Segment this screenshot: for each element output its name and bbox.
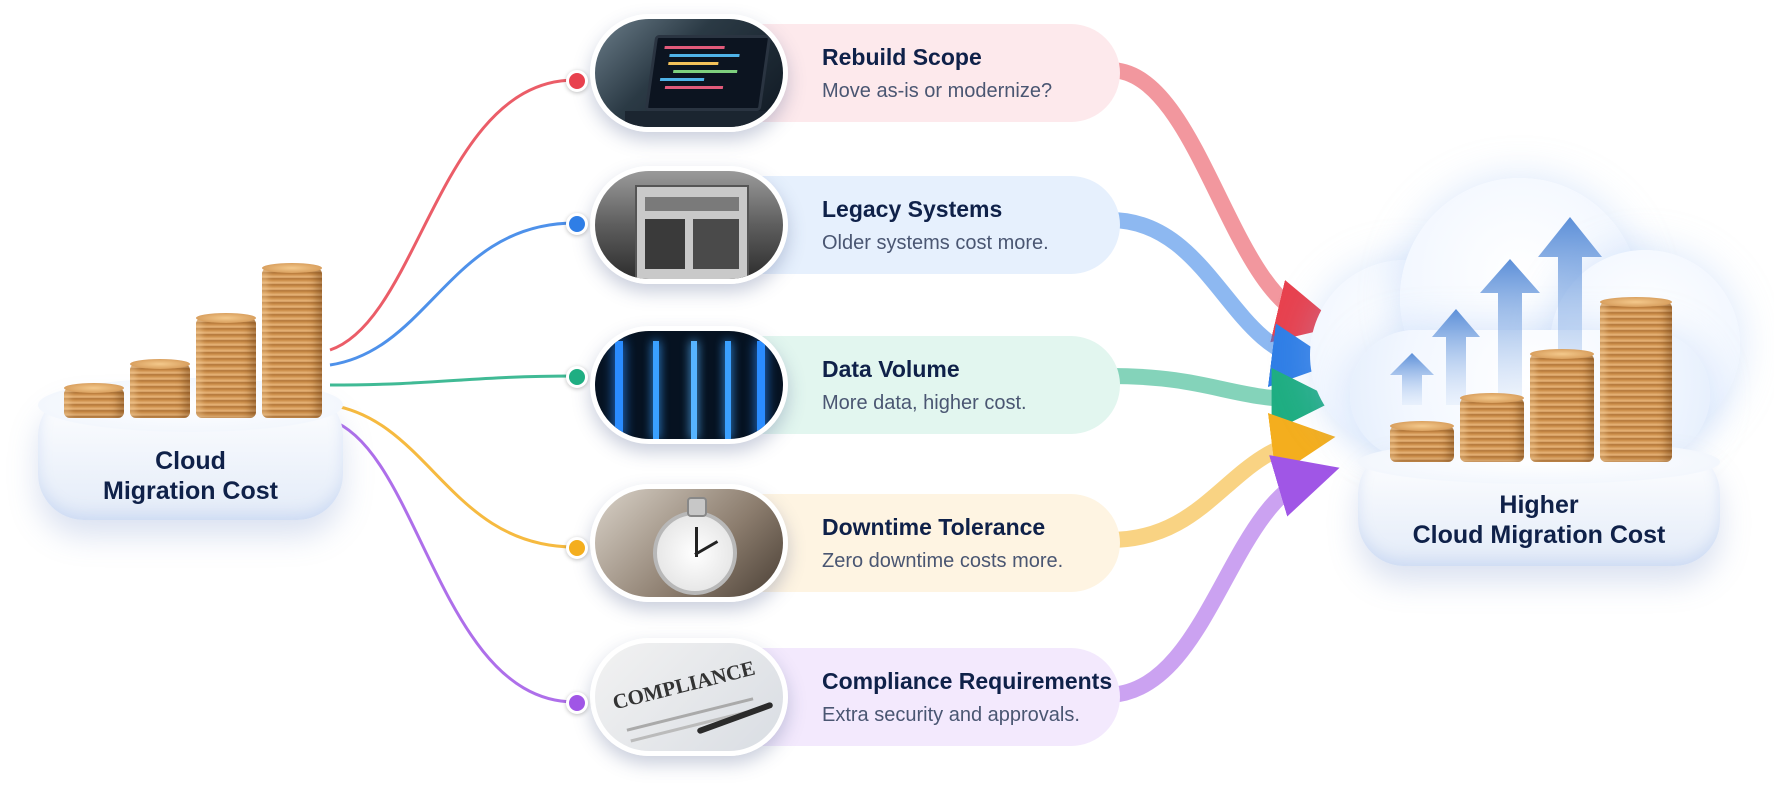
compliance-document-photo: COMPLIANCE (590, 638, 788, 756)
factor-data-volume: Data Volume More data, higher cost. (590, 326, 1130, 444)
stopwatch-photo (590, 484, 788, 602)
factor-dot-legacy-systems (566, 213, 588, 235)
laptop-code-photo (590, 14, 788, 132)
coin-stack (196, 313, 256, 418)
factor-title: Compliance Requirements (822, 668, 1113, 694)
factor-description: Extra security and approvals. (822, 704, 1080, 726)
coin-stack (1600, 297, 1672, 462)
factor-description: Move as-is or modernize? (822, 80, 1053, 102)
factor-downtime-tolerance: Downtime Tolerance Zero downtime costs m… (590, 484, 1130, 602)
factor-dot-rebuild-scope (566, 70, 588, 92)
coin-stack (130, 359, 190, 418)
connector-in-rebuild-scope (329, 78, 576, 352)
factor-description: More data, higher cost. (822, 392, 1027, 414)
source-label-line1: Cloud (155, 447, 226, 475)
source-coin-stacks (64, 260, 324, 418)
factor-description: Zero downtime costs more. (822, 550, 1064, 572)
factor-dot-compliance (566, 692, 588, 714)
server-rack-photo (590, 166, 788, 284)
coin-stack (64, 383, 124, 418)
connector-in-downtime-tolerance (329, 403, 576, 549)
factor-title: Legacy Systems (822, 196, 1003, 222)
source-label-line2: Migration Cost (103, 477, 278, 505)
target-label-line2: Cloud Migration Cost (1412, 521, 1666, 549)
compliance-photo-text: COMPLIANCE (610, 655, 758, 715)
factor-compliance-requirements: COMPLIANCE Compliance Requirements Extra… (590, 638, 1130, 756)
connector-in-legacy-systems (329, 221, 576, 367)
connector-out-compliance (1102, 455, 1340, 703)
factor-dot-data-volume (566, 366, 588, 388)
coin-stack (1530, 349, 1594, 462)
connector-in-compliance (329, 418, 576, 704)
factor-legacy-systems: Legacy Systems Older systems cost more. (590, 166, 1130, 284)
coin-stack (1460, 393, 1524, 462)
factor-title: Downtime Tolerance (822, 514, 1046, 540)
factor-rebuild-scope: Rebuild Scope Move as-is or modernize? (590, 14, 1130, 132)
connector-out-legacy-systems (1102, 212, 1336, 387)
factor-title: Data Volume (822, 356, 960, 382)
connector-in-data-volume (329, 374, 576, 387)
connector-out-downtime-tolerance (1102, 413, 1336, 548)
factor-title: Rebuild Scope (822, 44, 982, 70)
source-label: Cloud Migration Cost (38, 446, 343, 506)
data-center-photo (590, 326, 788, 444)
factor-description: Older systems cost more. (822, 232, 1049, 254)
coin-stack (262, 263, 322, 418)
growth-arrows-icon (1390, 217, 1602, 405)
connector-out-rebuild-scope (1102, 62, 1340, 343)
target-label: Higher Cloud Migration Cost (1358, 490, 1720, 550)
target-coin-stacks (1390, 290, 1680, 462)
target-label-line1: Higher (1499, 491, 1579, 519)
connector-out-data-volume (1102, 367, 1336, 432)
factor-dot-downtime-tolerance (566, 537, 588, 559)
coin-stack (1390, 421, 1454, 462)
